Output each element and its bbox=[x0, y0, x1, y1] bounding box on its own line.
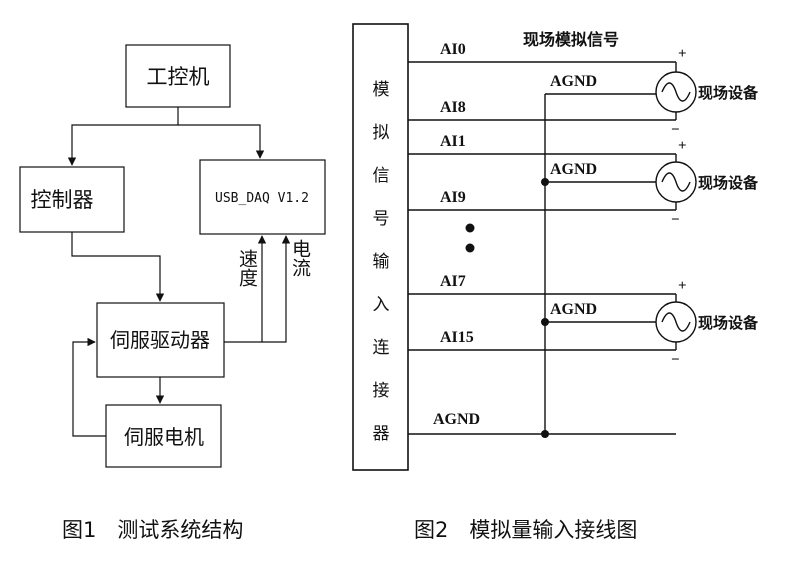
agnd-label: AGND bbox=[550, 73, 597, 90]
sine-wave-icon bbox=[661, 82, 691, 102]
connector-box bbox=[352, 23, 409, 471]
motor-to-driver-loop-arrow bbox=[72, 337, 106, 437]
current-feedback-arrow bbox=[262, 235, 291, 343]
field-device-2 bbox=[655, 161, 697, 203]
junction-dot bbox=[541, 318, 549, 326]
connector-label: 模拟信号输入连接器 bbox=[373, 80, 390, 444]
agnd-label: AGND bbox=[550, 161, 597, 178]
ipc-to-daq-arrow bbox=[178, 124, 265, 159]
channel-label-ai1: AI1 bbox=[440, 133, 466, 150]
field-device-label: 现场设备 bbox=[698, 174, 759, 192]
field-device-label: 现场设备 bbox=[698, 314, 759, 332]
figure2-analog-input-wiring bbox=[352, 23, 677, 471]
speed-label: 速度 bbox=[236, 249, 258, 287]
channel-label-ai0: AI0 bbox=[440, 41, 466, 58]
field-device-3 bbox=[655, 301, 697, 343]
plus-sign: + bbox=[678, 138, 687, 154]
ipc-label: 工控机 bbox=[147, 65, 210, 89]
channel-label-ai15: AI15 bbox=[440, 329, 474, 346]
sine-wave-icon bbox=[661, 312, 691, 332]
figure1-labels: 工控机 控制器 USB_DAQ V1.2 伺服驱动器 伺服电机 速度 电流 图1… bbox=[31, 65, 312, 542]
minus-sign: − bbox=[671, 122, 680, 138]
figure2-caption: 图2 模拟量输入接线图 bbox=[414, 518, 637, 542]
field-signal-label: 现场模拟信号 bbox=[523, 30, 619, 49]
ellipsis-dot bbox=[465, 223, 475, 233]
daq-label: USB_DAQ V1.2 bbox=[215, 191, 309, 206]
ipc-to-controller-arrow bbox=[67, 107, 179, 166]
field-device-1 bbox=[655, 71, 697, 113]
current-label: 电流 bbox=[289, 239, 311, 277]
figure1-test-system bbox=[19, 44, 326, 468]
channel-label-ai9: AI9 bbox=[440, 189, 466, 206]
sine-wave-icon bbox=[661, 172, 691, 192]
field-device-label: 现场设备 bbox=[698, 84, 759, 102]
daq-box bbox=[199, 159, 326, 235]
field-devices bbox=[655, 71, 697, 343]
servo-driver-label: 伺服驱动器 bbox=[110, 328, 210, 352]
minus-sign: − bbox=[671, 352, 680, 368]
junction-dot bbox=[541, 430, 549, 438]
ellipsis-dot bbox=[465, 243, 475, 253]
servo-motor-label: 伺服电机 bbox=[124, 425, 204, 449]
channel-label-ai7: AI7 bbox=[440, 273, 466, 290]
plus-sign: + bbox=[678, 278, 687, 294]
agnd-label: AGND bbox=[550, 301, 597, 318]
figure2-labels: 模拟信号输入连接器 现场模拟信号 AI0 AI8 AI1 AI9 AI7 AI1… bbox=[373, 30, 760, 542]
junction-dots bbox=[465, 178, 549, 438]
controller-label: 控制器 bbox=[31, 188, 94, 212]
channel-label-ai8: AI8 bbox=[440, 99, 466, 116]
junction-dot bbox=[541, 178, 549, 186]
minus-sign: − bbox=[671, 212, 680, 228]
controller-to-driver-arrow bbox=[71, 232, 165, 302]
agnd-label: AGND bbox=[433, 411, 480, 428]
plus-sign: + bbox=[678, 46, 687, 62]
figure1-caption: 图1 测试系统结构 bbox=[62, 518, 243, 542]
